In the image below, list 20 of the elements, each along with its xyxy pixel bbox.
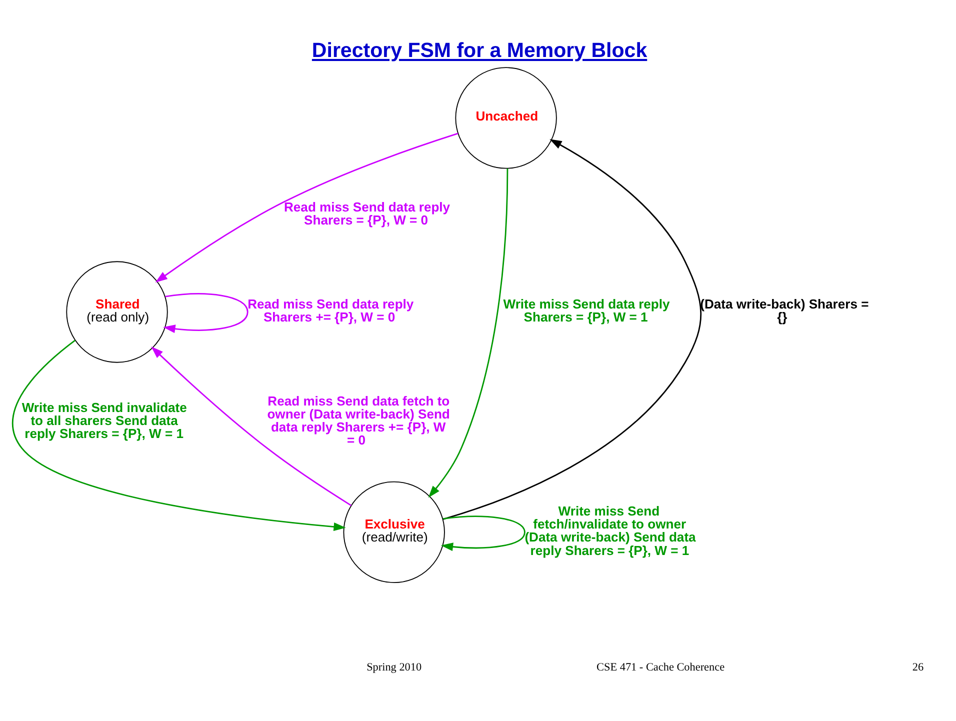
edge-label: Read miss Send data reply Sharers += {P}, W = 0 [248,296,414,324]
edge-label: (Data write-back) Sharers = {} [700,296,869,324]
label: CSE 471 - Cache Coherence [596,660,725,673]
arrow [440,515,526,551]
node-circle: Uncached [455,66,557,168]
arrow [155,132,458,282]
arrow [442,138,702,520]
edge-label: Write miss Send invalidate to all sharers Send data reply Sharers = {P}, W = 1 [22,400,187,441]
node-circle: Exclusive (read/write) [343,480,445,583]
edge-label: Read miss Send data fetch to owner (Data write-back) Send data reply Sharers += {P}, W = 0 [267,393,450,448]
edge-label: Write miss Send data reply Sharers = {P}, W = 1 [503,296,670,324]
arrow [12,339,346,530]
arrow [151,346,352,506]
diagram-title: Directory FSM for a Memory Block [312,38,648,62]
edge-label: Read miss Send data reply Sharers = {P}, W = 0 [284,198,450,228]
arrow [163,292,248,333]
label: 26 [912,660,924,673]
arrow [428,168,508,498]
label: Spring 2010 [366,660,422,673]
edge-label: Write miss Send fetch/invalidate to owner (Data write-back) Send data reply Sharers = {P}, W = 1 [524,503,696,558]
